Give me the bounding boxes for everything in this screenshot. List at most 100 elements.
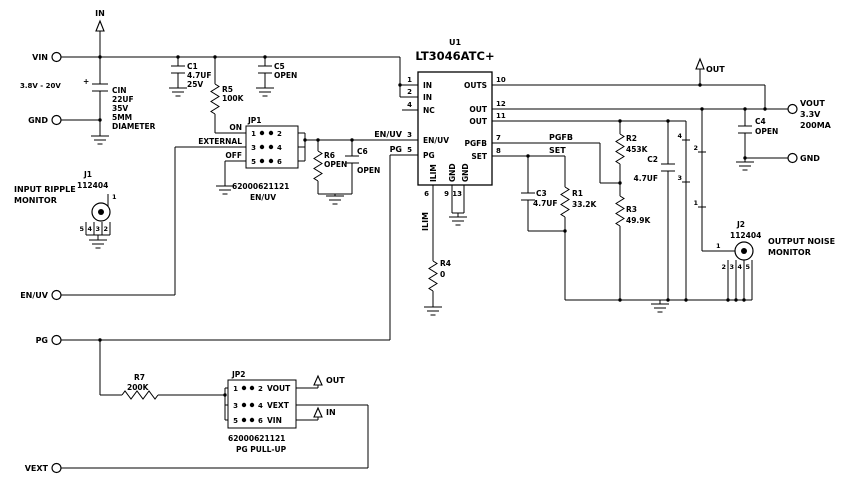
u1-pin3-number: 3 xyxy=(407,131,412,139)
arrow-up-icon xyxy=(95,19,105,32)
gnd-right-label: GND xyxy=(800,154,820,163)
j2-pin3-number: 3 xyxy=(729,263,734,271)
j2-pin4-number: 4 xyxy=(737,263,742,271)
u1-pin-nc-name: NC xyxy=(423,106,435,115)
u1-pin-pg-name: PG xyxy=(423,151,435,160)
terminal-circle-icon xyxy=(51,289,62,301)
j2-part-number: 112404 xyxy=(730,231,761,240)
j2-tap1-number: 1 xyxy=(693,199,698,207)
wires xyxy=(61,30,788,469)
jp2-label-vout: VOUT xyxy=(267,384,291,393)
r4-resistor: R4 0 xyxy=(428,259,451,292)
ground-symbol xyxy=(256,87,274,97)
enuv-net-label: EN/UV xyxy=(374,130,403,139)
jp1-pin3: 3 xyxy=(251,144,256,152)
ground-symbol xyxy=(736,161,754,171)
jp2-pin3: 3 xyxy=(233,402,238,410)
u1-pin10-number: 10 xyxy=(496,76,506,84)
u1-pin-in1-name: IN xyxy=(423,81,432,90)
enuv-terminal-label: EN/UV xyxy=(20,291,49,300)
u1-pin-gnd9-name: GND xyxy=(448,163,457,182)
out-flag-label: OUT xyxy=(706,65,725,74)
cin-ref: CIN xyxy=(112,86,127,95)
j2-pin2-number: 2 xyxy=(721,263,726,271)
jp1-header: JP1 1 2 3 4 5 6 ON EXTERNAL OFF 62000621… xyxy=(198,116,299,202)
vin-label: VIN xyxy=(32,53,48,62)
jp1-option-off: OFF xyxy=(225,151,242,160)
jp1-option-external: EXTERNAL xyxy=(198,137,242,146)
u1-part-number: LT3046ATC+ xyxy=(415,49,494,63)
u1-pin4-number: 4 xyxy=(407,101,412,109)
ground-symbol xyxy=(169,87,187,97)
triangle-up-icon xyxy=(313,374,323,386)
jp1-pin4: 4 xyxy=(277,144,282,152)
jp2-pin5: 5 xyxy=(233,417,238,425)
cin-voltage: 35V xyxy=(112,104,128,113)
j2-pin1-number: 1 xyxy=(716,242,721,250)
ground-symbol xyxy=(216,185,234,195)
u1-pin-out11-name: OUT xyxy=(469,117,487,126)
r1-value: 33.2K xyxy=(572,200,598,209)
junction-dots xyxy=(98,55,767,397)
r5-resistor: R5 100K xyxy=(210,83,245,115)
vext-terminal-label: VEXT xyxy=(25,464,49,473)
r3-resistor: R3 49.9K xyxy=(615,195,652,227)
u1-pin-out12-name: OUT xyxy=(469,105,487,114)
ground-symbols xyxy=(89,87,754,316)
c6-value: OPEN xyxy=(357,166,380,175)
jp2-pin6: 6 xyxy=(258,417,263,425)
c3-capacitor: C3 4.7UF xyxy=(521,189,558,208)
u1-pin-in2-name: IN xyxy=(423,93,432,102)
jp1-option-on: ON xyxy=(229,123,242,132)
out-flag-jp2: OUT xyxy=(313,374,345,386)
r1-ref: R1 xyxy=(572,189,583,198)
r4-value: 0 xyxy=(440,270,445,279)
pg-net-label: PG xyxy=(390,145,402,154)
c3-ref: C3 xyxy=(536,189,547,198)
j1-pin5-number: 5 xyxy=(79,225,84,233)
r3-ref: R3 xyxy=(626,205,637,214)
r1-resistor: R1 33.2K xyxy=(560,186,598,218)
j1-caption-line1: INPUT RIPPLE xyxy=(14,185,76,194)
jp1-net-label: EN/UV xyxy=(250,193,276,202)
terminal-circle-icon xyxy=(51,114,62,126)
u1-pin-ilim-name: ILIM xyxy=(429,164,438,182)
u1-pin7-number: 7 xyxy=(496,134,501,142)
r7-value: 200K xyxy=(127,383,150,392)
jp1-pin1: 1 xyxy=(251,130,256,138)
ilim-net-label: ILIM xyxy=(421,212,430,231)
c4-value: OPEN xyxy=(755,127,778,136)
j2-caption-line2: MONITOR xyxy=(768,248,811,257)
r6-ref: R6 xyxy=(324,151,335,160)
jp2-pin2: 2 xyxy=(258,385,263,393)
u1-pin8-number: 8 xyxy=(496,147,501,155)
r6-value: OPEN xyxy=(324,160,347,169)
in-flag-b-label: IN xyxy=(326,408,336,417)
in-power-flag: IN xyxy=(95,9,105,32)
jp1-part-number: 62000621121 xyxy=(232,182,289,191)
vout-voltage-label: 3.3V xyxy=(800,110,821,119)
c5-capacitor: C5 OPEN xyxy=(258,62,297,80)
vout-current-label: 200MA xyxy=(800,121,832,130)
ground-symbol xyxy=(449,216,467,226)
r3-value: 49.9K xyxy=(626,216,652,225)
jp1-pin5: 5 xyxy=(251,158,256,166)
j1-pin2-number: 2 xyxy=(103,225,108,233)
u1-pin12-number: 12 xyxy=(496,100,506,108)
triangle-up-icon xyxy=(313,406,323,418)
gnd-left-terminal: GND xyxy=(28,114,62,126)
r2-value: 453K xyxy=(626,145,649,154)
cin-size2: DIAMETER xyxy=(112,122,156,131)
r6-resistor: R6 OPEN xyxy=(313,150,347,182)
u1-chip: U1 LT3046ATC+ IN IN NC EN/UV PG 1 2 4 3 … xyxy=(407,38,506,198)
j1-pin3-number: 3 xyxy=(95,225,100,233)
vout-terminal: VOUT 3.3V 200MA xyxy=(787,99,832,130)
j2-ref: J2 xyxy=(736,220,745,229)
terminal-circle-icon xyxy=(787,103,798,115)
jp1-pin6: 6 xyxy=(277,158,282,166)
vout-label: VOUT xyxy=(800,99,825,108)
in-flag-label: IN xyxy=(95,9,105,18)
c1-ref: C1 xyxy=(187,62,198,71)
jp2-header: JP2 1 2 3 4 5 6 VOUT VEXT VIN 6200062112… xyxy=(227,370,297,454)
j1-ref: J1 xyxy=(83,170,92,179)
